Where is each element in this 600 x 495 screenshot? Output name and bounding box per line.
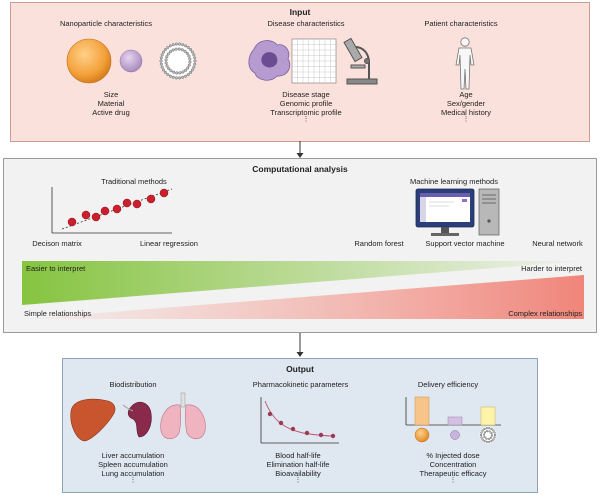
pk-curve-icon xyxy=(260,397,339,444)
output-illustrations xyxy=(70,392,501,444)
input-panel: Input Nanoparticle characteristics Disea… xyxy=(10,2,590,142)
large-nanoparticle-icon xyxy=(66,38,112,84)
liposome-icon xyxy=(159,42,197,80)
bio-item-lung: Lung accumulation xyxy=(101,469,165,478)
method-linear-regression: Linear regression xyxy=(140,239,198,248)
pk-ellipsis: ⋮ xyxy=(294,477,302,484)
biodistribution-heading: Biodistribution xyxy=(109,380,157,389)
bio-item-liver: Liver accumulation xyxy=(101,451,165,460)
harder-label: Harder to interpret xyxy=(521,264,582,273)
delivery-bars-icon xyxy=(405,396,501,444)
disease-item-stage: Disease stage xyxy=(282,90,330,99)
easier-label: Easier to interpret xyxy=(26,264,86,273)
ml-heading: Machine learning methods xyxy=(410,177,498,186)
input-title: Input xyxy=(289,7,311,17)
disease-items: Disease stage Genomic profile Transcript… xyxy=(261,90,351,123)
output-title: Output xyxy=(286,364,314,374)
delivery-heading: Delivery efficiency xyxy=(417,380,479,389)
method-decision-matrix: Decison matrix xyxy=(32,239,82,248)
patient-item-history: Medical history xyxy=(440,108,492,117)
bio-ellipsis: ⋮ xyxy=(129,477,137,484)
computational-illustrations xyxy=(22,187,584,319)
human-figure-icon xyxy=(455,37,475,90)
disease-item-transcriptomic: Transcriptomic profile xyxy=(270,108,342,117)
patient-heading: Patient characteristics xyxy=(424,19,498,28)
computer-monitor-icon xyxy=(415,188,475,236)
liver-icon xyxy=(70,398,116,442)
delivery-item-dose: % Injected dose xyxy=(426,451,480,460)
complex-label: Complex relationships xyxy=(508,309,582,318)
nanoparticle-heading: Nanoparticle characteristics xyxy=(59,19,153,28)
disease-item-genomic: Genomic profile xyxy=(279,99,333,108)
pk-heading: Pharmacokinetic parameters xyxy=(252,380,349,389)
method-random-forest: Random forest xyxy=(354,239,404,248)
np-item-size: Size xyxy=(103,90,119,99)
interpretability-wedge xyxy=(22,261,584,305)
delivery-ellipsis: ⋮ xyxy=(449,477,457,484)
output-panel: Output Biodistribution Pharmacokinetic p… xyxy=(62,358,538,493)
np-item-material: Material xyxy=(97,99,125,108)
spleen-icon xyxy=(122,401,152,438)
traditional-heading: Traditional methods xyxy=(101,177,167,186)
arrow-input-to-analysis xyxy=(296,141,304,158)
disease-heading: Disease characteristics xyxy=(267,19,345,28)
simple-label: Simple relationships xyxy=(24,309,92,318)
computational-title: Computational analysis xyxy=(252,164,348,174)
pk-item-elimination: Elimination half-life xyxy=(266,460,330,469)
patient-item-sex: Sex/gender xyxy=(446,99,486,108)
method-svm: Support vector machine xyxy=(425,239,505,248)
small-nanoparticle-icon xyxy=(119,49,143,73)
delivery-item-efficacy: Therapeutic efficacy xyxy=(419,469,487,478)
complexity-wedge xyxy=(22,275,584,319)
arrow-analysis-to-output xyxy=(296,333,304,357)
delivery-items: % Injected dose Concentration Therapeuti… xyxy=(403,451,503,484)
delivery-item-concentration: Concentration xyxy=(429,460,477,469)
genomic-grid-icon xyxy=(291,38,337,84)
computer-tower-icon xyxy=(478,188,500,236)
patient-ellipsis: ⋮ xyxy=(462,116,470,123)
computational-panel: Computational analysis Traditional metho… xyxy=(3,158,597,333)
nanoparticle-items: Size Material Active drug xyxy=(66,90,156,117)
patient-items: Age Sex/gender Medical history ⋮ xyxy=(421,90,511,123)
np-item-drug: Active drug xyxy=(92,108,130,117)
lungs-icon xyxy=(160,392,206,440)
microscope-icon xyxy=(343,37,378,85)
pk-item-blood: Blood half-life xyxy=(275,451,321,460)
disease-ellipsis: ⋮ xyxy=(302,116,310,123)
patient-item-age: Age xyxy=(459,90,473,99)
method-neural-network: Neural network xyxy=(532,239,583,248)
tumor-cell-icon xyxy=(248,40,291,81)
bio-item-spleen: Spleen accumulation xyxy=(98,460,168,469)
input-illustrations xyxy=(66,37,475,90)
regression-plot-icon xyxy=(51,187,173,234)
pk-items: Blood half-life Elimination half-life Bi… xyxy=(248,451,348,484)
biodistribution-items: Liver accumulation Spleen accumulation L… xyxy=(83,451,183,484)
pk-item-bioavailability: Bioavailability xyxy=(275,469,321,478)
